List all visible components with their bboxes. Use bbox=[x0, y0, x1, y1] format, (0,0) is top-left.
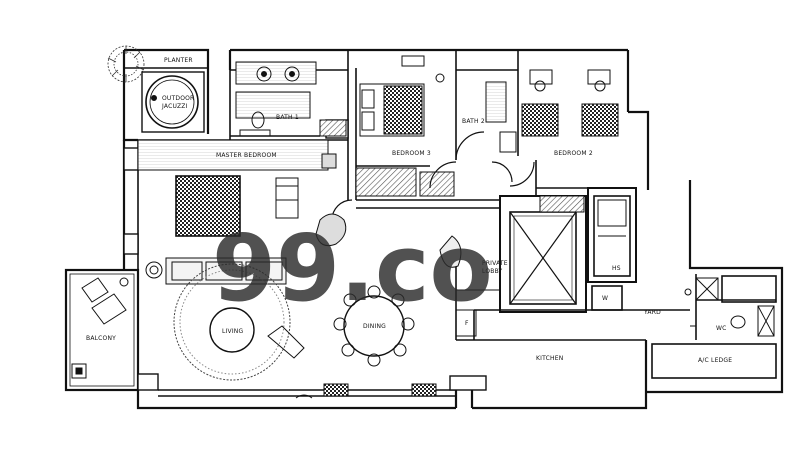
label-dining: DINING bbox=[363, 323, 386, 330]
label-f: F bbox=[465, 320, 469, 327]
living-furniture bbox=[145, 213, 347, 381]
label-kitchen: KITCHEN bbox=[536, 355, 563, 362]
hs-storage bbox=[597, 199, 627, 237]
label-balcony: BALCONY bbox=[86, 335, 116, 342]
label-bath1: BATH 1 bbox=[276, 114, 299, 121]
label-outdoor: OUTDOOR bbox=[162, 95, 194, 102]
label-living: LIVING bbox=[222, 328, 243, 335]
dining-furniture bbox=[333, 285, 415, 367]
bedroom3-furniture bbox=[355, 55, 457, 197]
label-bedroom2: BEDROOM 2 bbox=[554, 150, 593, 157]
bath2-fixtures bbox=[455, 81, 535, 187]
label-master-bedroom: MASTER BEDROOM bbox=[216, 152, 277, 159]
label-yard: YARD bbox=[643, 309, 661, 316]
label-wc: WC bbox=[716, 325, 727, 332]
bedroom2-furniture bbox=[521, 69, 619, 213]
room-labels: PLANTER OUTDOOR JACUZZI BATH 1 MASTER BE… bbox=[86, 57, 732, 364]
balcony-furniture bbox=[69, 273, 135, 387]
window-details bbox=[295, 309, 477, 399]
label-private: PRIVATE bbox=[482, 260, 508, 267]
label-w: W bbox=[602, 295, 608, 302]
label-lobby: LOBBY bbox=[482, 268, 503, 275]
label-hs: HS bbox=[612, 265, 621, 272]
label-bedroom3: BEDROOM 3 bbox=[392, 150, 431, 157]
label-jacuzzi: JACUZZI bbox=[161, 103, 188, 110]
lobby-door bbox=[439, 235, 500, 291]
watermark-99co: 99.co bbox=[212, 215, 493, 322]
master-bedroom-furniture bbox=[137, 139, 353, 237]
label-planter: PLANTER bbox=[164, 57, 193, 64]
planter-tree-icon bbox=[107, 45, 145, 83]
label-bath2: BATH 2 bbox=[462, 118, 485, 125]
lift-shaft bbox=[509, 211, 577, 305]
jacuzzi-icon bbox=[141, 71, 205, 133]
bath1-fixtures bbox=[235, 61, 347, 137]
yard-fixtures bbox=[684, 277, 775, 337]
label-ac-ledge: A/C LEDGE bbox=[698, 357, 732, 364]
